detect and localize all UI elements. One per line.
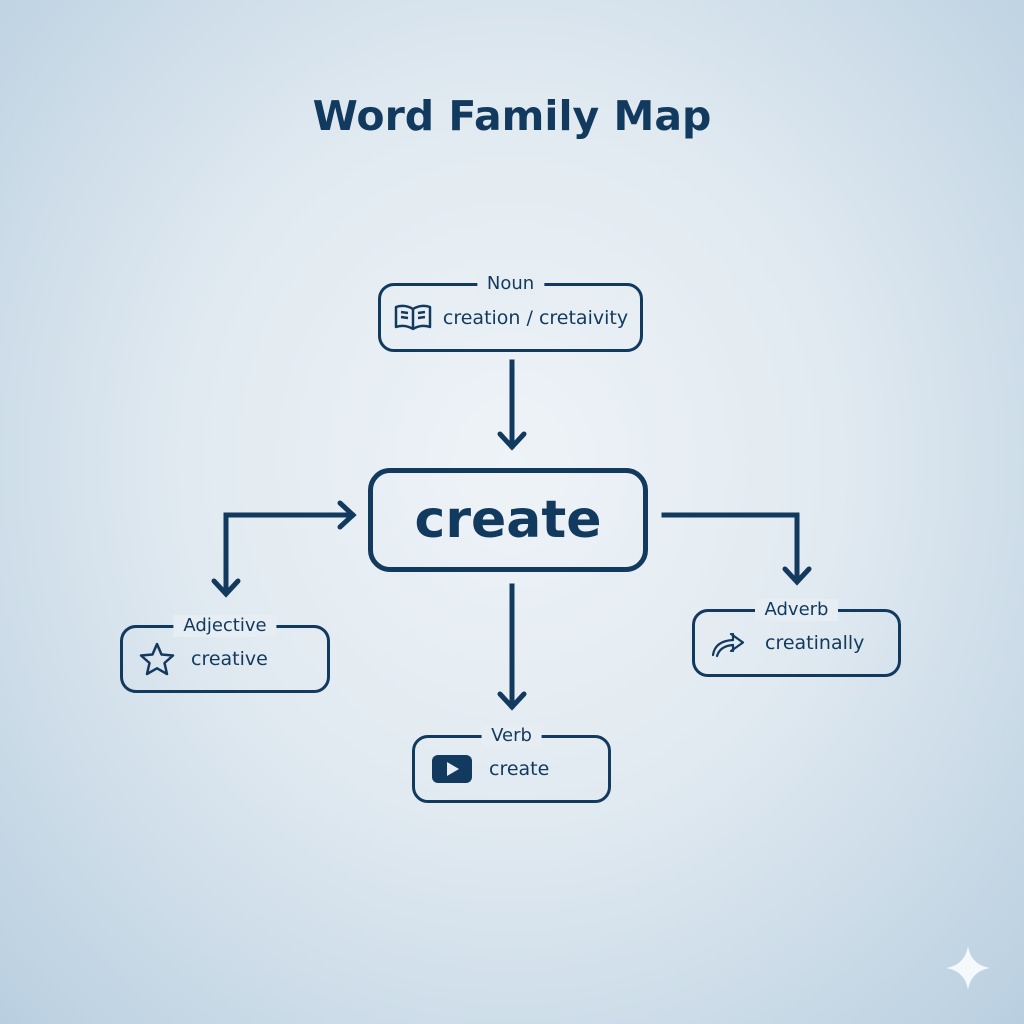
adjective-content: creative — [123, 628, 327, 690]
arrow-noun-to-center — [497, 359, 527, 451]
book-icon — [394, 304, 432, 330]
verb-label: Verb — [481, 725, 542, 747]
page-title: Word Family Map — [312, 92, 712, 140]
noun-text: creation / cretaivity — [442, 306, 629, 329]
adverb-label: Adverb — [754, 599, 839, 621]
center-word-box: create — [368, 468, 648, 572]
verb-content: create — [415, 738, 608, 800]
center-word: create — [414, 490, 602, 550]
noun-box: creation / cretaivity Noun — [378, 273, 643, 352]
noun-label: Noun — [476, 273, 545, 295]
adjective-box: creative Adjective — [120, 615, 330, 693]
verb-text: create — [489, 758, 550, 780]
arrow-adjective-to-center — [211, 500, 357, 598]
adjective-text: creative — [191, 648, 268, 670]
curved-arrow-icon — [711, 632, 745, 658]
play-icon — [432, 755, 472, 783]
star-icon — [139, 642, 175, 676]
adjective-label: Adjective — [173, 615, 277, 637]
arrow-center-to-adverb — [661, 512, 812, 586]
verb-box: create Verb — [412, 725, 611, 803]
noun-content: creation / cretaivity — [381, 286, 640, 349]
arrow-center-to-verb — [497, 583, 527, 711]
adverb-content: creatinally — [695, 612, 898, 674]
sparkle-icon — [946, 946, 990, 990]
adverb-box: creatinally Adverb — [692, 599, 901, 677]
adverb-text: creatinally — [765, 632, 865, 654]
